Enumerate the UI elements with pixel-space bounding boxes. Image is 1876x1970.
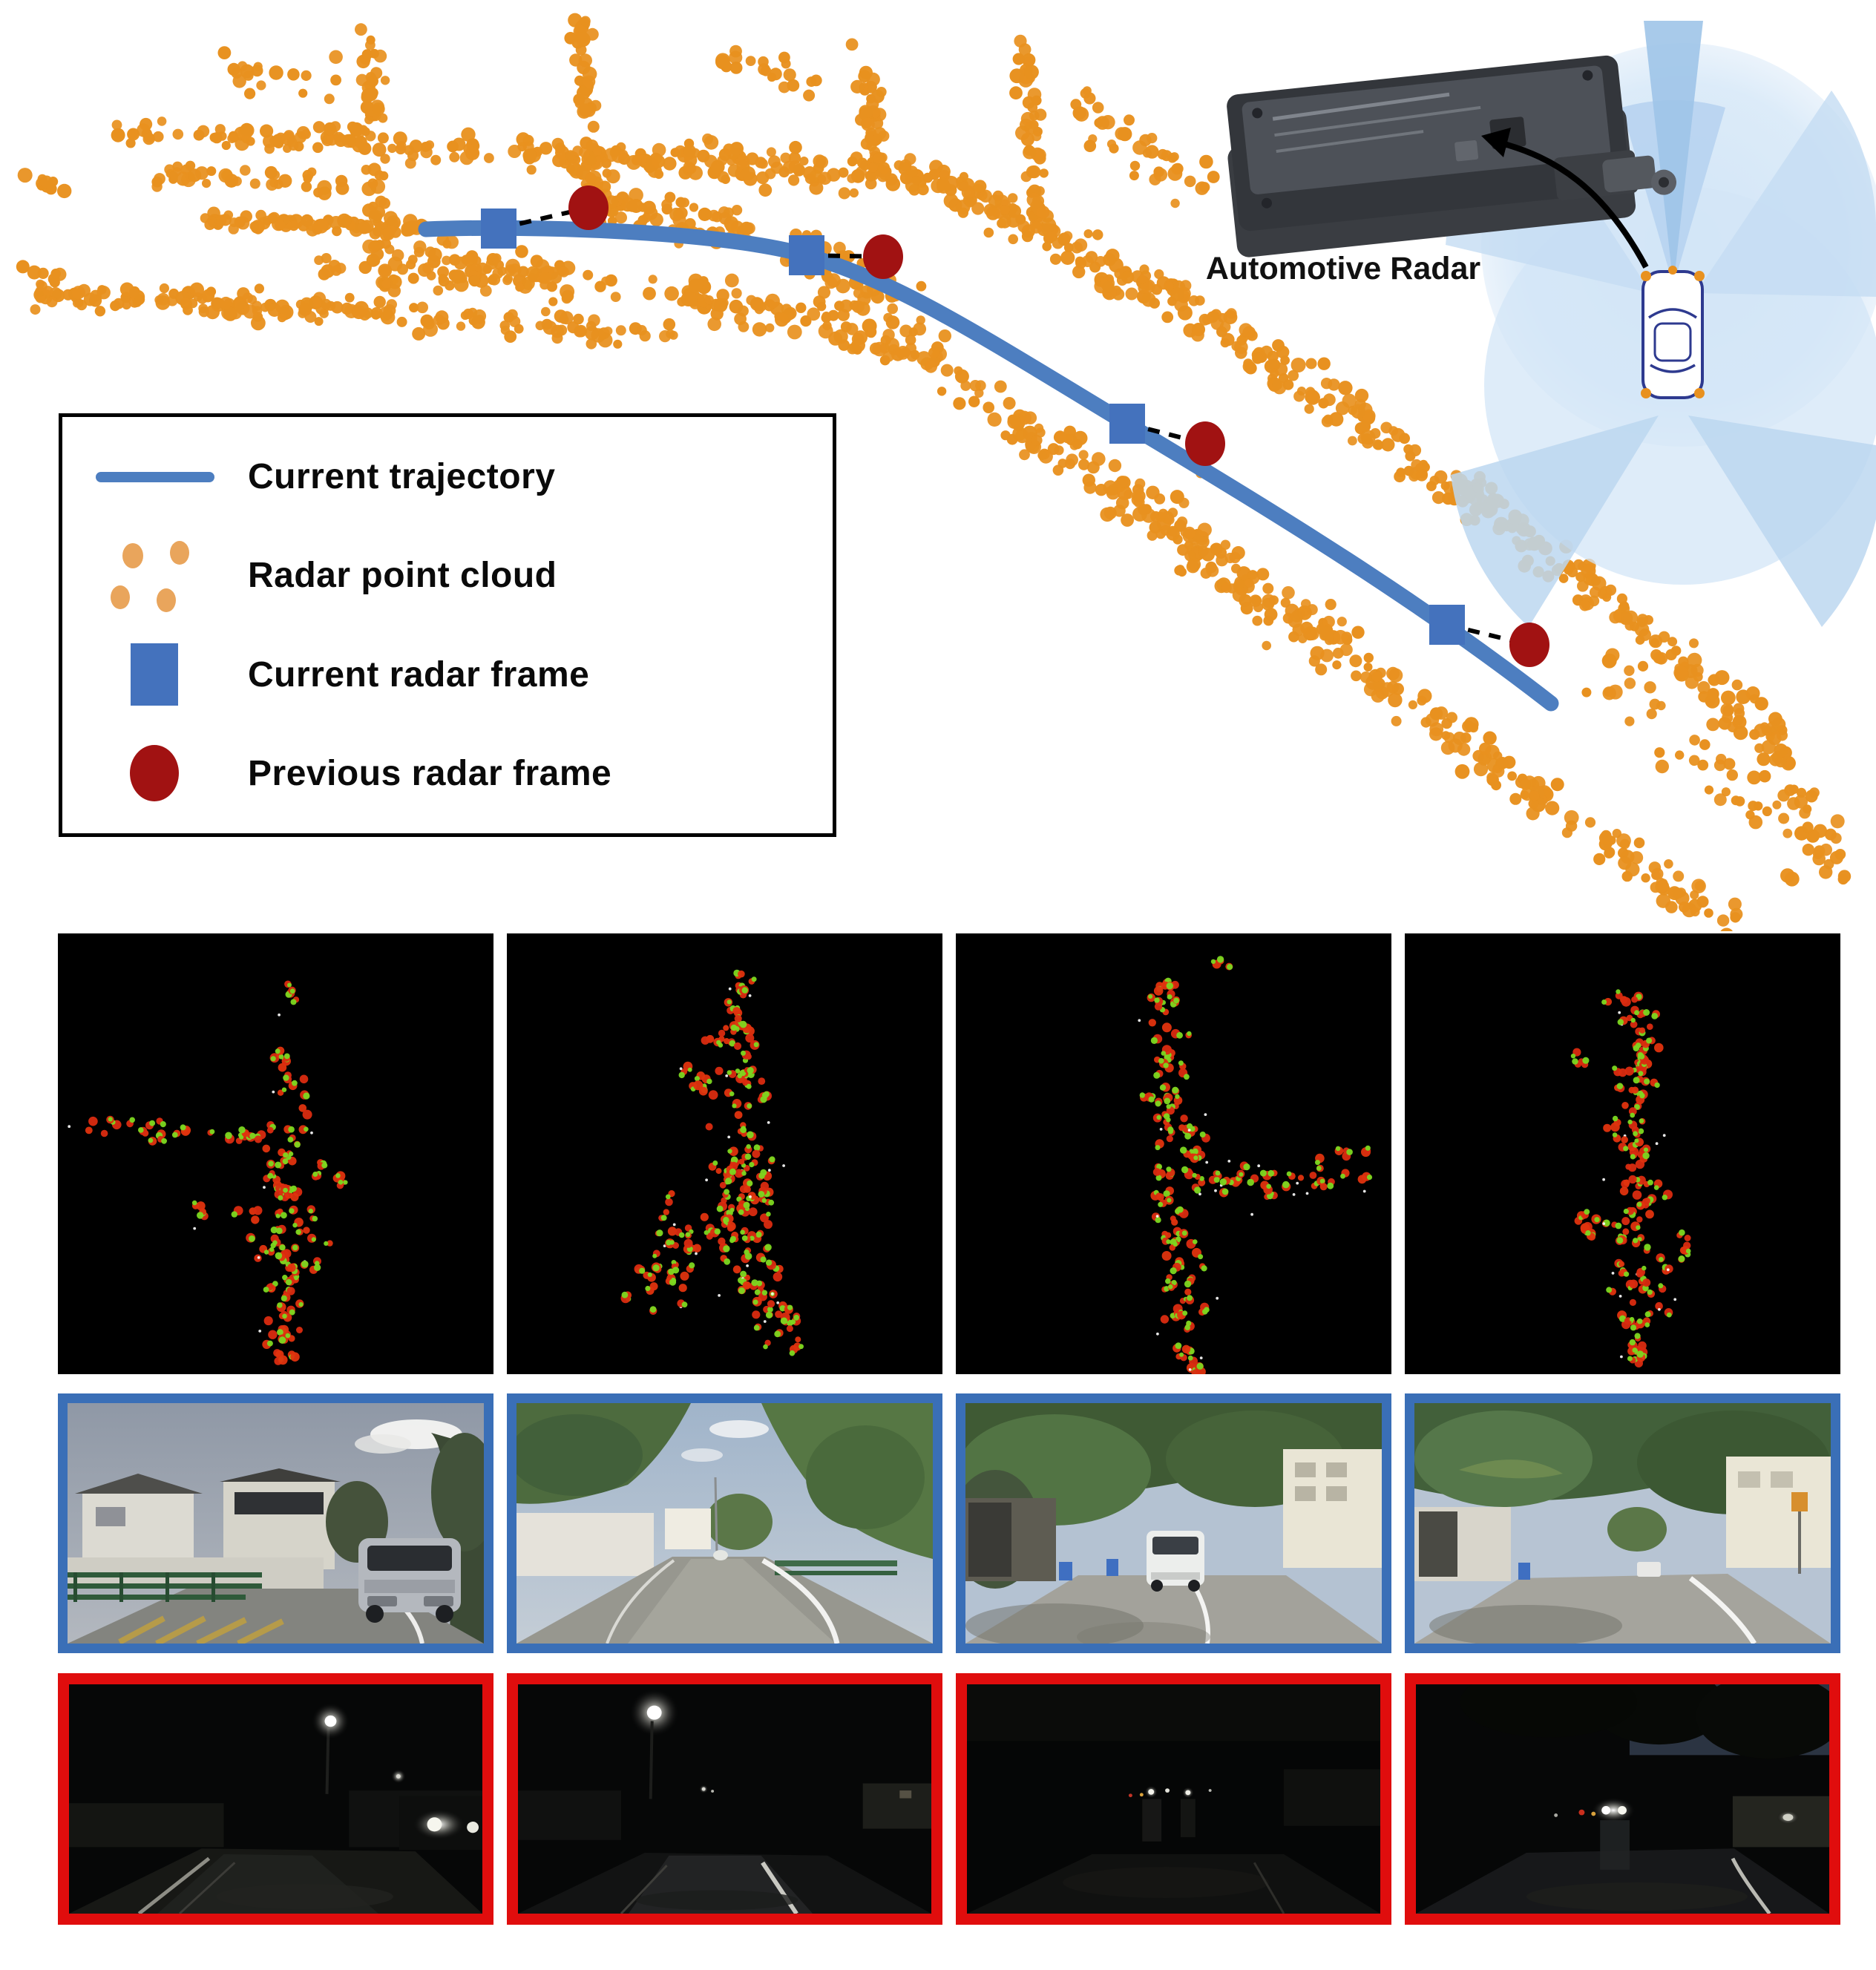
- night-camera-photo-3: [956, 1673, 1391, 1925]
- trajectory-line-swatch: [62, 470, 248, 485]
- legend: Current trajectory Radar point cloud: [59, 413, 836, 837]
- day-camera-photo-2: [507, 1393, 942, 1653]
- day-camera-photo-1: [58, 1393, 493, 1653]
- silver-van: [358, 1538, 461, 1623]
- previous-radar-frame-marker: [863, 234, 903, 279]
- legend-item-current-radar-frame: Current radar frame: [62, 630, 833, 719]
- previous-radar-frame-markers: [568, 185, 1549, 667]
- radar-frame-panel-2: [507, 933, 942, 1374]
- current-trajectory-line: [418, 220, 1559, 712]
- current-radar-frame-marker: [1429, 605, 1465, 645]
- previous-radar-frame-marker: [568, 185, 609, 230]
- legend-label: Current radar frame: [248, 654, 590, 695]
- legend-label: Current trajectory: [248, 457, 556, 497]
- current-radar-frame-marker: [1109, 404, 1145, 444]
- current-radar-frame-marker: [789, 235, 824, 275]
- radar-device-photo: [1227, 55, 1677, 257]
- previous-radar-frame-marker: [1509, 623, 1549, 667]
- previous-radar-frame-marker: [1185, 421, 1225, 466]
- radar-odometry-map-figure: Current trajectory Radar point cloud: [0, 0, 1876, 931]
- pointer-arrow: [1481, 128, 1649, 269]
- legend-item-radar-point-cloud: Radar point cloud: [62, 531, 833, 620]
- trajectory-point-cloud-plot: [16, 13, 1876, 931]
- night-camera-photo-2: [507, 1673, 942, 1925]
- ego-car-icon: [1641, 266, 1705, 399]
- current-radar-frame-markers: [481, 209, 1465, 645]
- point-cloud-dots-swatch: [62, 535, 248, 617]
- current-radar-frame-marker: [481, 209, 516, 249]
- legend-item-current-trajectory: Current trajectory: [62, 433, 833, 522]
- radar-frame-panel-4: [1405, 933, 1840, 1374]
- night-camera-photo-1: [58, 1673, 493, 1925]
- legend-item-previous-radar-frame: Previous radar frame: [62, 729, 833, 818]
- day-camera-photo-4: [1405, 1393, 1840, 1653]
- night-camera-photo-4: [1405, 1673, 1840, 1925]
- white-van: [1147, 1531, 1204, 1592]
- legend-label: Radar point cloud: [248, 556, 557, 596]
- radar-frame-panel-3: [956, 933, 1391, 1374]
- legend-label: Previous radar frame: [248, 753, 612, 793]
- day-camera-photo-3: [956, 1393, 1391, 1653]
- previous-frame-circle-swatch: [62, 736, 248, 810]
- automotive-radar-label: Automotive Radar: [1205, 251, 1481, 286]
- current-frame-square-swatch: [62, 637, 248, 712]
- radar-frame-panel-1: [58, 933, 493, 1374]
